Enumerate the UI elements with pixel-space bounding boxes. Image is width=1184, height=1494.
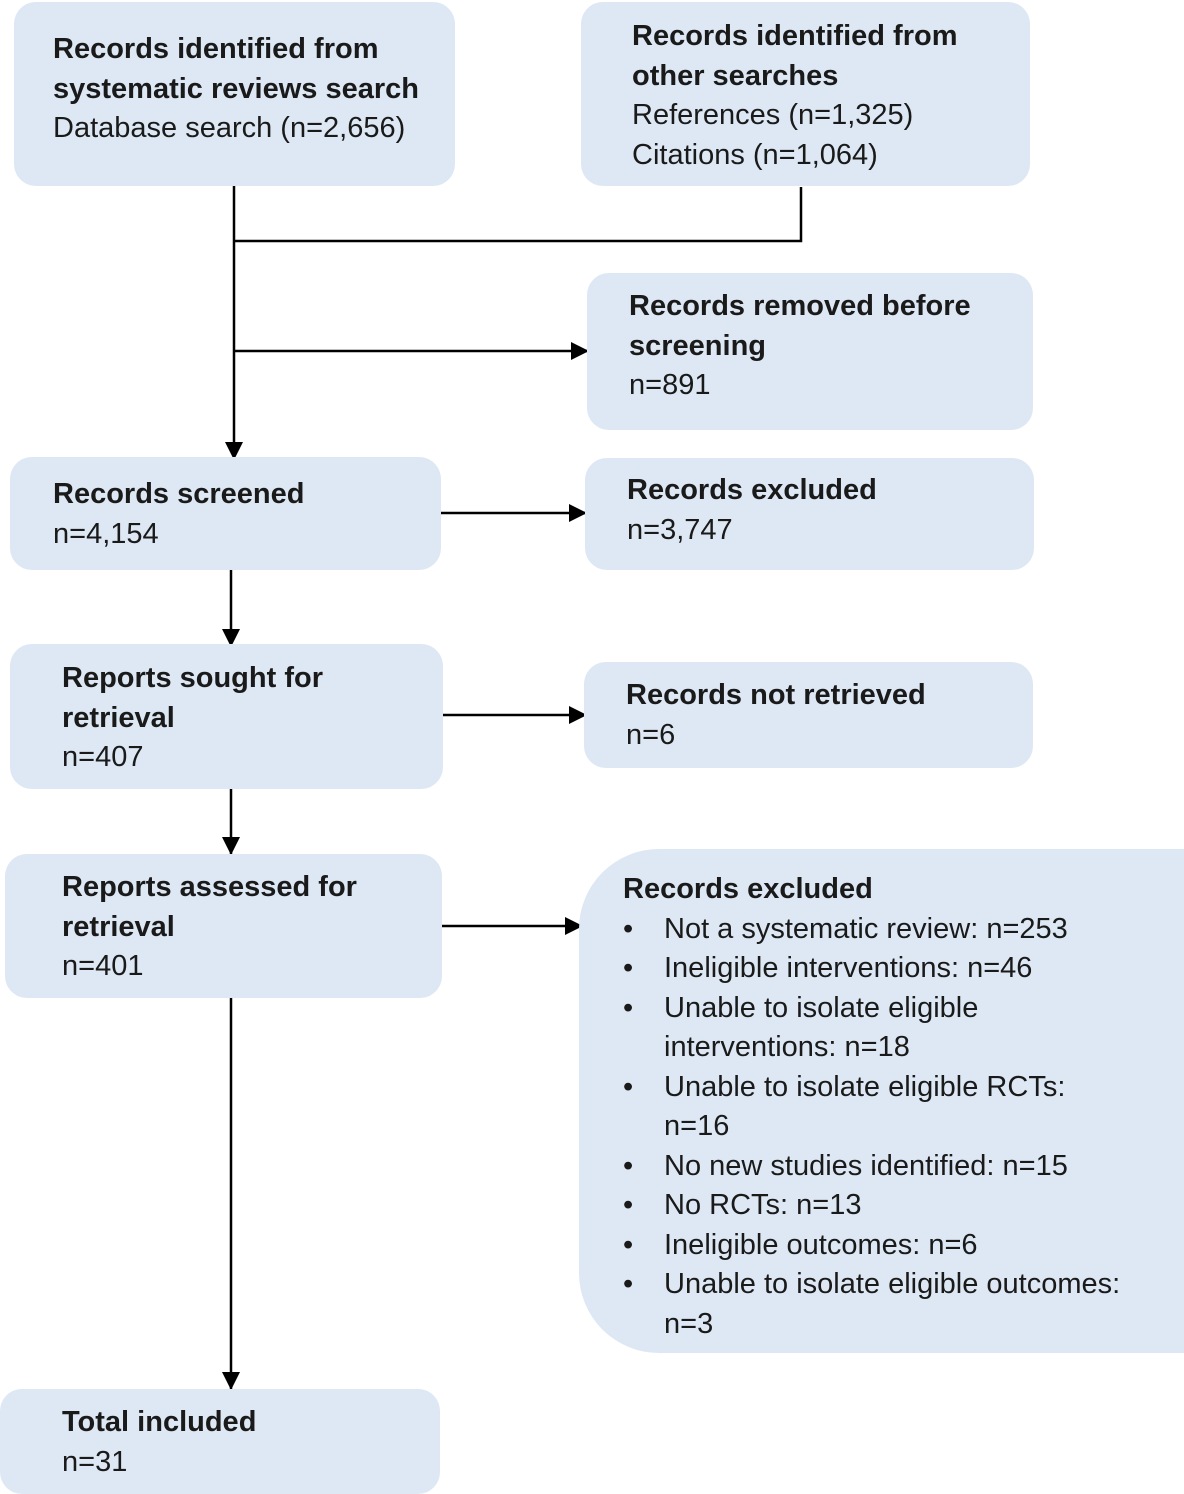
box-line: n=4,154 — [53, 517, 159, 550]
box-records-not-retrieved: Records not retrieved n=6 — [584, 662, 1033, 768]
box-title: Records removed before screening — [629, 290, 971, 362]
list-item: Unable to isolate eligible RCTs: n=16 — [623, 1068, 1094, 1147]
box-title: Records identified from other searches — [632, 20, 958, 92]
box-title: Records identified from systematic revie… — [53, 33, 419, 105]
box-title: Total included — [62, 1406, 257, 1438]
list-item: Not a systematic review: n=253 — [623, 910, 1143, 950]
box-title: Records screened — [53, 478, 305, 510]
list-item: No new studies identified: n=15 — [623, 1147, 1143, 1187]
box-records-removed: Records removed before screening n=891 — [587, 273, 1033, 430]
box-line: n=31 — [62, 1445, 128, 1478]
other-searches-connector — [234, 187, 803, 243]
exclusion-reasons-list: Not a systematic review: n=253 Ineligibl… — [623, 910, 1143, 1345]
list-item: No RCTs: n=13 — [623, 1186, 1143, 1226]
box-line: n=891 — [629, 369, 711, 401]
box-title: Records excluded — [627, 474, 877, 506]
list-item: Unable to isolate eligible interventions… — [623, 989, 1064, 1068]
box-records-excluded-assessment: Records excluded Not a systematic review… — [579, 849, 1184, 1353]
box-title: Records excluded — [623, 873, 873, 905]
box-systematic-reviews-search: Records identified from systematic revie… — [14, 2, 455, 186]
box-reports-sought: Reports sought for retrieval n=407 — [10, 644, 443, 789]
box-records-screened: Records screened n=4,154 — [10, 457, 441, 570]
box-other-searches: Records identified from other searches R… — [581, 2, 1030, 186]
box-line: References (n=1,325) — [632, 99, 914, 131]
list-item: Ineligible interventions: n=46 — [623, 949, 1143, 989]
box-line: Database search (n=2,656) — [53, 112, 406, 144]
list-item: Ineligible outcomes: n=6 — [623, 1226, 1143, 1266]
box-reports-assessed: Reports assessed for retrieval n=401 — [5, 854, 442, 998]
box-line: n=3,747 — [627, 513, 733, 546]
box-total-included: Total included n=31 — [0, 1389, 440, 1494]
box-title: Reports assessed for retrieval — [62, 871, 357, 943]
box-line: n=6 — [626, 718, 676, 751]
list-item: Unable to isolate eligible outcomes: n=3 — [623, 1265, 1164, 1344]
box-records-excluded-screening: Records excluded n=3,747 — [585, 458, 1034, 570]
box-line: Citations (n=1,064) — [632, 138, 878, 171]
box-line: n=401 — [62, 950, 144, 982]
box-title: Records not retrieved — [626, 679, 926, 711]
box-title: Reports sought for retrieval — [62, 662, 323, 734]
box-line: n=407 — [62, 741, 144, 773]
